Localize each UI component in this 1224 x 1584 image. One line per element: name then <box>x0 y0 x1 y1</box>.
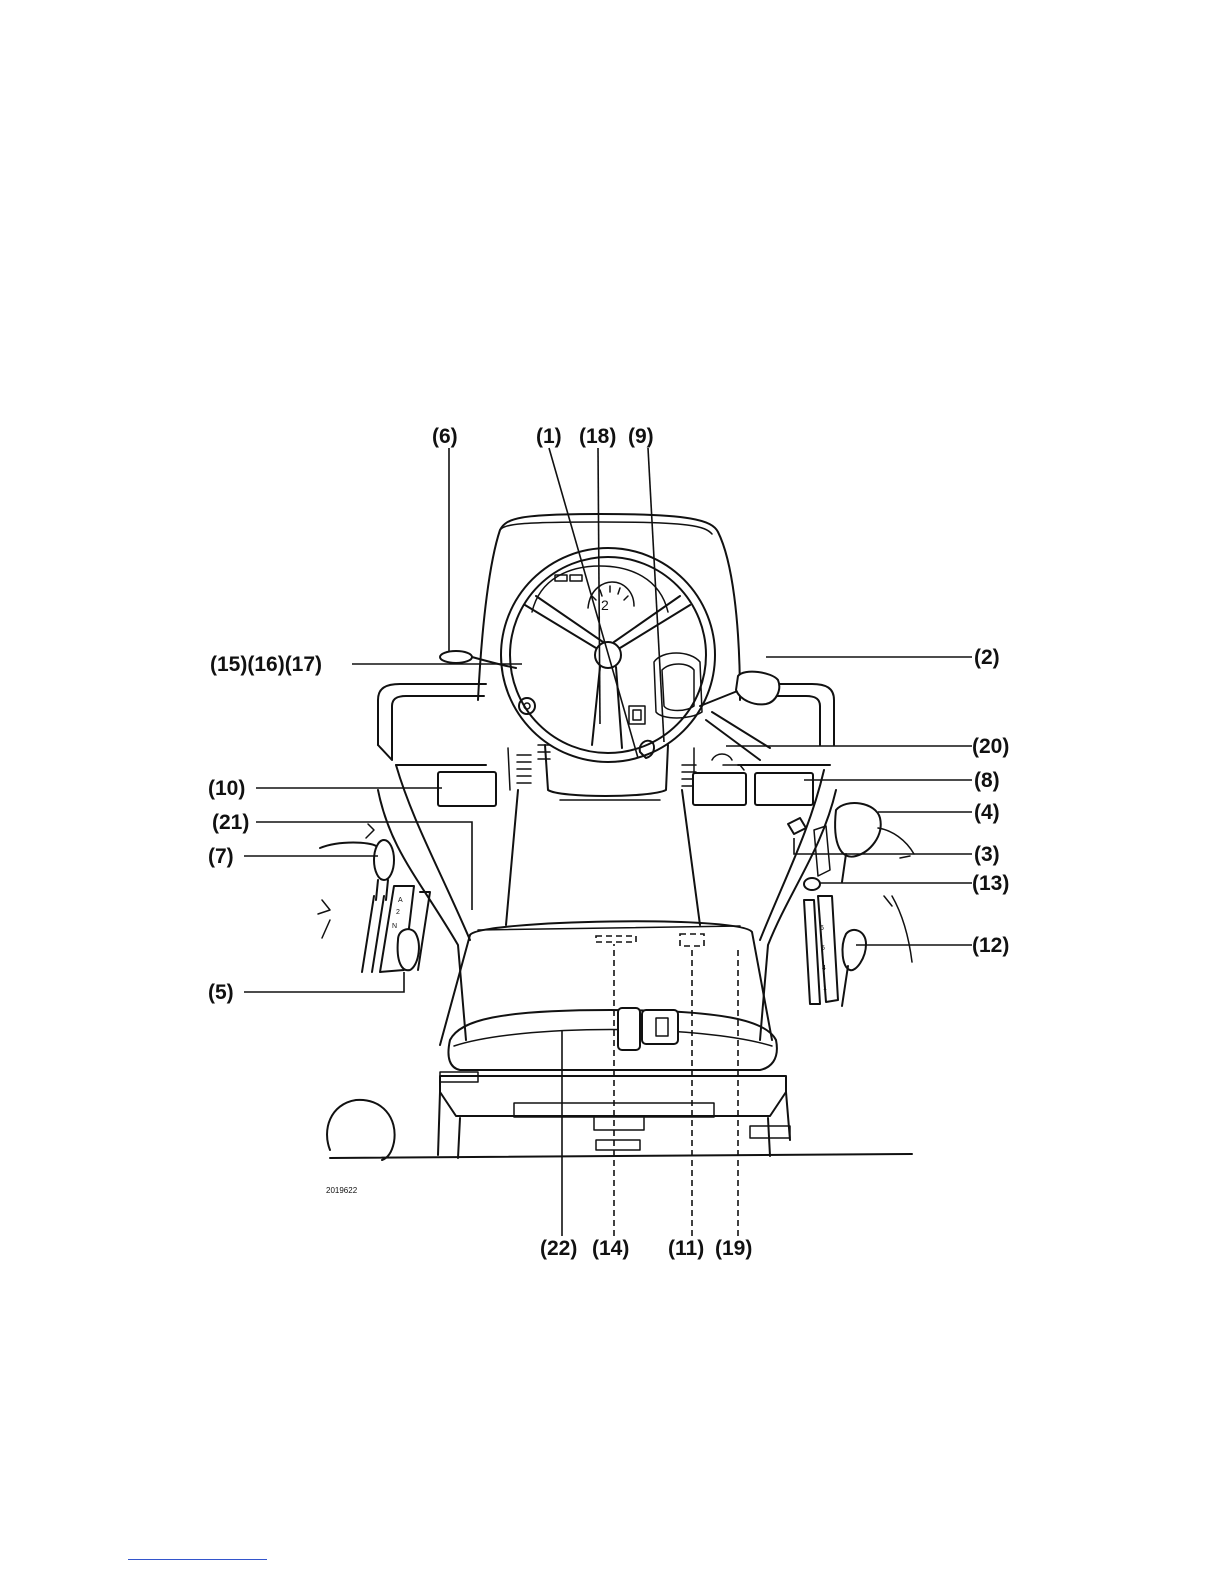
callout-11: (11) <box>668 1237 704 1260</box>
callout-8: (8) <box>974 769 1000 792</box>
callout-labels: (6) (1) (18) (9) (15)(16)(17) (2) (20) (… <box>208 425 1009 1260</box>
callout-1: (1) <box>536 425 562 448</box>
callout-10: (10) <box>208 777 245 800</box>
callout-15-16-17: (15)(16)(17) <box>210 653 322 676</box>
callout-12: (12) <box>972 934 1009 957</box>
svg-text:1: 1 <box>823 985 827 992</box>
callout-18: (18) <box>579 425 616 448</box>
callout-5: (5) <box>208 981 234 1004</box>
svg-text:N: N <box>392 923 397 930</box>
callout-20: (20) <box>972 735 1009 758</box>
callout-13: (13) <box>972 872 1009 895</box>
svg-text:4: 4 <box>822 965 826 972</box>
callout-19: (19) <box>715 1237 752 1260</box>
callout-14: (14) <box>592 1237 629 1260</box>
callout-2: (2) <box>974 646 1000 669</box>
callout-6: (6) <box>432 425 458 448</box>
svg-text:2: 2 <box>601 597 609 613</box>
svg-text:5: 5 <box>821 945 825 952</box>
callout-22: (22) <box>540 1237 577 1260</box>
callout-21: (21) <box>212 811 249 834</box>
callout-4: (4) <box>974 801 1000 824</box>
callout-9: (9) <box>628 425 654 448</box>
tractor-drawing: 2 <box>318 514 914 1160</box>
svg-text:A: A <box>398 897 403 904</box>
callout-3: (3) <box>974 843 1000 866</box>
figure-number: 2019622 <box>326 1186 358 1195</box>
callout-7: (7) <box>208 845 234 868</box>
footer-rule <box>128 1559 267 1560</box>
svg-text:2: 2 <box>396 909 400 916</box>
svg-text:6: 6 <box>820 925 824 932</box>
